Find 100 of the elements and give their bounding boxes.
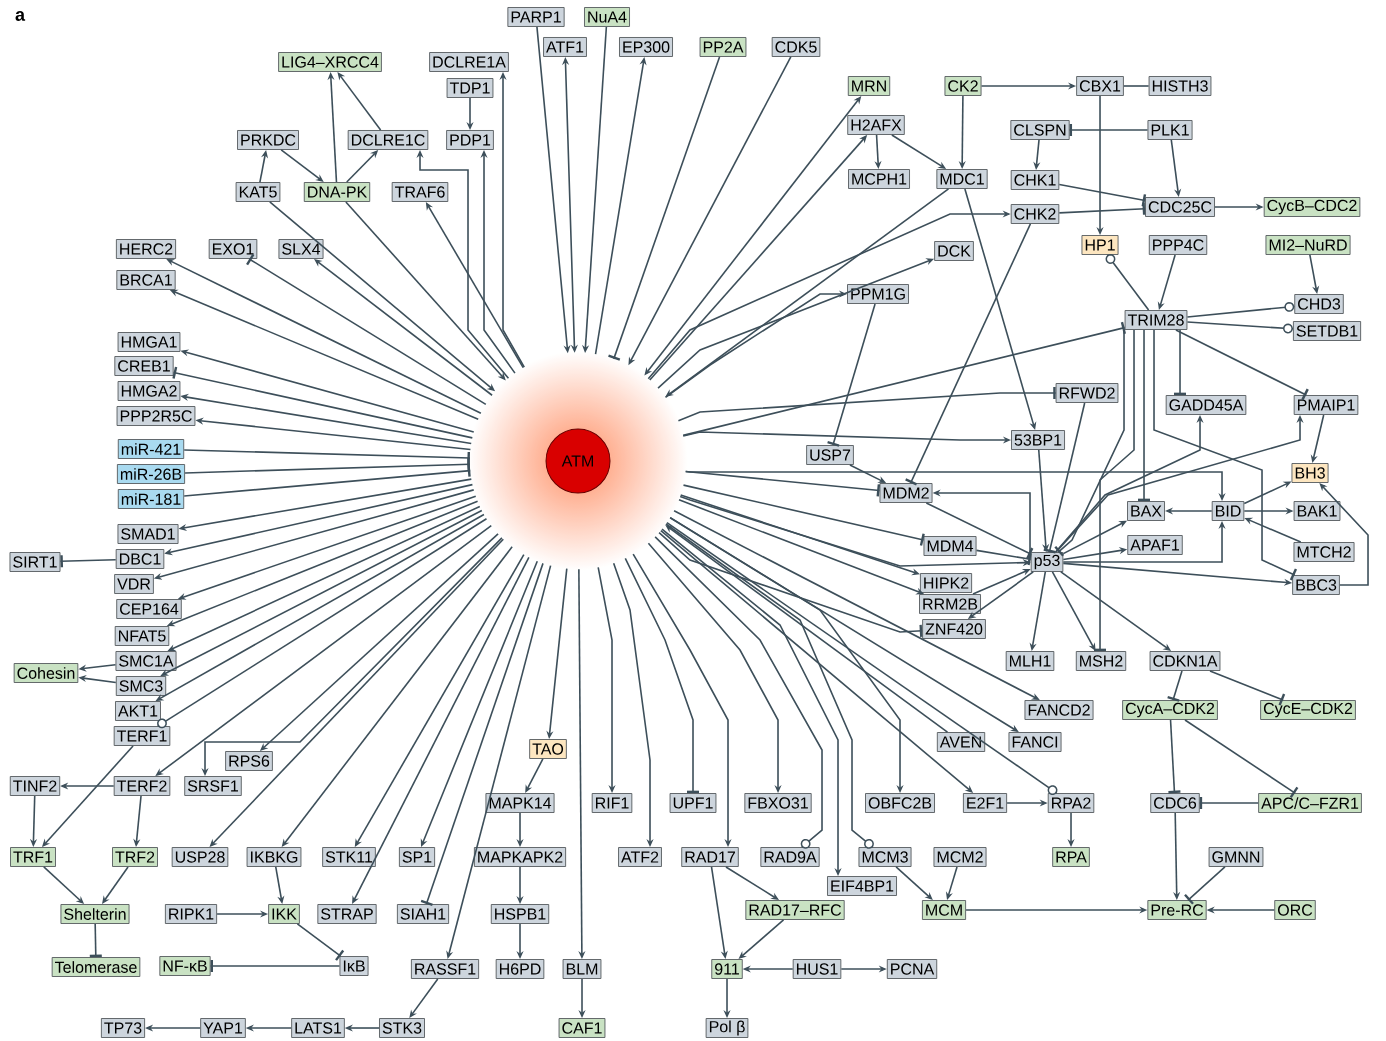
gene-box: MCPH1: [848, 169, 910, 189]
gene-box: UPF1: [669, 793, 717, 813]
arrow: [665, 188, 950, 397]
inhibition-line: [1138, 329, 1150, 502]
gene-box: IKBKG: [246, 847, 302, 867]
gene-box: HISTH3: [1148, 76, 1212, 96]
gene-box: MDM2: [879, 483, 933, 503]
gene-box: AKT1: [115, 701, 161, 721]
gene-box: SMAD1: [117, 524, 179, 544]
gene-box: TDP1: [446, 78, 494, 98]
gene-box: DCLRE1A: [429, 52, 509, 72]
gene-box: MAPKAPK2: [473, 847, 567, 867]
inhibition-line: [975, 549, 1032, 566]
gene-box: ATF2: [618, 847, 662, 867]
gene-box: CK2: [944, 76, 982, 96]
gene-box: CHK2: [1010, 204, 1060, 224]
gene-box: Pre-RC: [1147, 900, 1207, 920]
gene-box: RFWD2: [1055, 383, 1119, 403]
gene-box: CycA–CDK2: [1122, 700, 1218, 720]
gene-box: TRIM28: [1124, 310, 1188, 330]
inhibition-line: [246, 253, 487, 406]
gene-box: CHK1: [1010, 170, 1060, 190]
inhibition-line: [682, 321, 1126, 437]
inhibition-line: [184, 458, 471, 474]
binding-line: [665, 523, 874, 849]
binding-line: [654, 536, 823, 849]
gene-box: NuA4: [584, 7, 630, 27]
gene-box: SIRT1: [9, 552, 61, 572]
gene-box: BBC3: [1292, 575, 1340, 595]
gene-box: HIPK2: [919, 573, 973, 593]
gene-box: BH3: [1291, 463, 1329, 483]
gene-box: ATF1: [543, 37, 587, 57]
inhibition-line: [684, 470, 881, 497]
gene-box: NFAT5: [114, 626, 170, 646]
gene-box: E2F1: [962, 793, 1008, 813]
gene-box: PPP4C: [1148, 235, 1208, 255]
gene-box: MAPK14: [485, 793, 555, 813]
gene-box: CHD3: [1294, 294, 1344, 314]
gene-box: MLH1: [1005, 651, 1055, 671]
inhibition-line: [1168, 719, 1181, 794]
gene-box: STRAP: [317, 904, 377, 924]
connector-line: [1123, 85, 1150, 87]
inhibition-line: [172, 366, 474, 439]
gene-box: LIG4–XRCC4: [278, 52, 382, 72]
gene-box: NF-κB: [159, 956, 211, 976]
inhibition-line: [1184, 719, 1299, 799]
gene-box: IKK: [268, 904, 300, 924]
gene-box: APAF1: [1127, 535, 1183, 555]
gene-box: H6PD: [495, 959, 545, 979]
inhibition-line: [1198, 797, 1259, 809]
gene-box: RRM2B: [919, 594, 981, 614]
gene-box: YAP1: [200, 1018, 246, 1038]
gene-box: CEP164: [116, 599, 182, 619]
gene-box: PPM1G: [847, 284, 909, 304]
binding-line: [1105, 254, 1150, 311]
gene-box: CycB–CDC2: [1263, 197, 1361, 217]
gene-box: MI2–NuRD: [1265, 235, 1351, 255]
gene-box: CAF1: [558, 1018, 606, 1038]
inhibition-line: [682, 484, 925, 546]
gene-box: HMGA1: [117, 332, 181, 352]
gene-box: CDC25C: [1145, 197, 1215, 217]
gene-box: RPA2: [1047, 793, 1095, 813]
gene-box: CycE–CDK2: [1260, 700, 1356, 720]
inhibition-line: [1058, 202, 1146, 215]
inhibition-line: [827, 303, 876, 447]
gene-box: FANCI: [1008, 732, 1062, 752]
gene-box: APC/C–FZR1: [1258, 793, 1362, 813]
gene-box: TERF2: [113, 776, 171, 796]
gene-box: H2AFX: [847, 115, 905, 135]
gene-box: TINF2: [9, 776, 61, 796]
gene-box: LATS1: [291, 1018, 345, 1038]
gene-box: RAD17: [681, 847, 739, 867]
gene-box: TERF1: [113, 726, 171, 746]
gene-box: CDK5: [771, 37, 821, 57]
gene-box: USP7: [806, 445, 854, 465]
gene-box: TAO: [529, 739, 567, 759]
gene-box: RAD9A: [760, 847, 820, 867]
gene-box: PARP1: [507, 7, 565, 27]
gene-box: Cohesin: [13, 663, 79, 683]
gene-box: BAK1: [1293, 501, 1341, 521]
inhibition-line: [1174, 329, 1186, 396]
inhibition-line: [1167, 670, 1183, 702]
gene-box: USP28: [171, 847, 229, 867]
gene-box: PCNA: [886, 959, 938, 979]
inhibition-line: [608, 56, 721, 361]
gene-box: MDM4: [923, 536, 977, 556]
gene-box: MRN: [847, 76, 891, 96]
inhibition-line: [658, 531, 923, 637]
gene-box: CREB1: [114, 356, 174, 376]
gene-box: MCM2: [933, 847, 987, 867]
gene-box: miR-421: [117, 439, 185, 459]
gene-box: RPS6: [225, 751, 273, 771]
gene-box: CBX1: [1076, 76, 1124, 96]
gene-box: OBFC2B: [865, 793, 935, 813]
gene-box: SRSF1: [184, 776, 242, 796]
inhibition-line: [905, 223, 1032, 486]
gene-box: Shelterin: [60, 904, 130, 924]
gene-box: TRF2: [112, 847, 158, 867]
gene-box: SIAH1: [396, 904, 450, 924]
inhibition-line: [1209, 670, 1286, 706]
